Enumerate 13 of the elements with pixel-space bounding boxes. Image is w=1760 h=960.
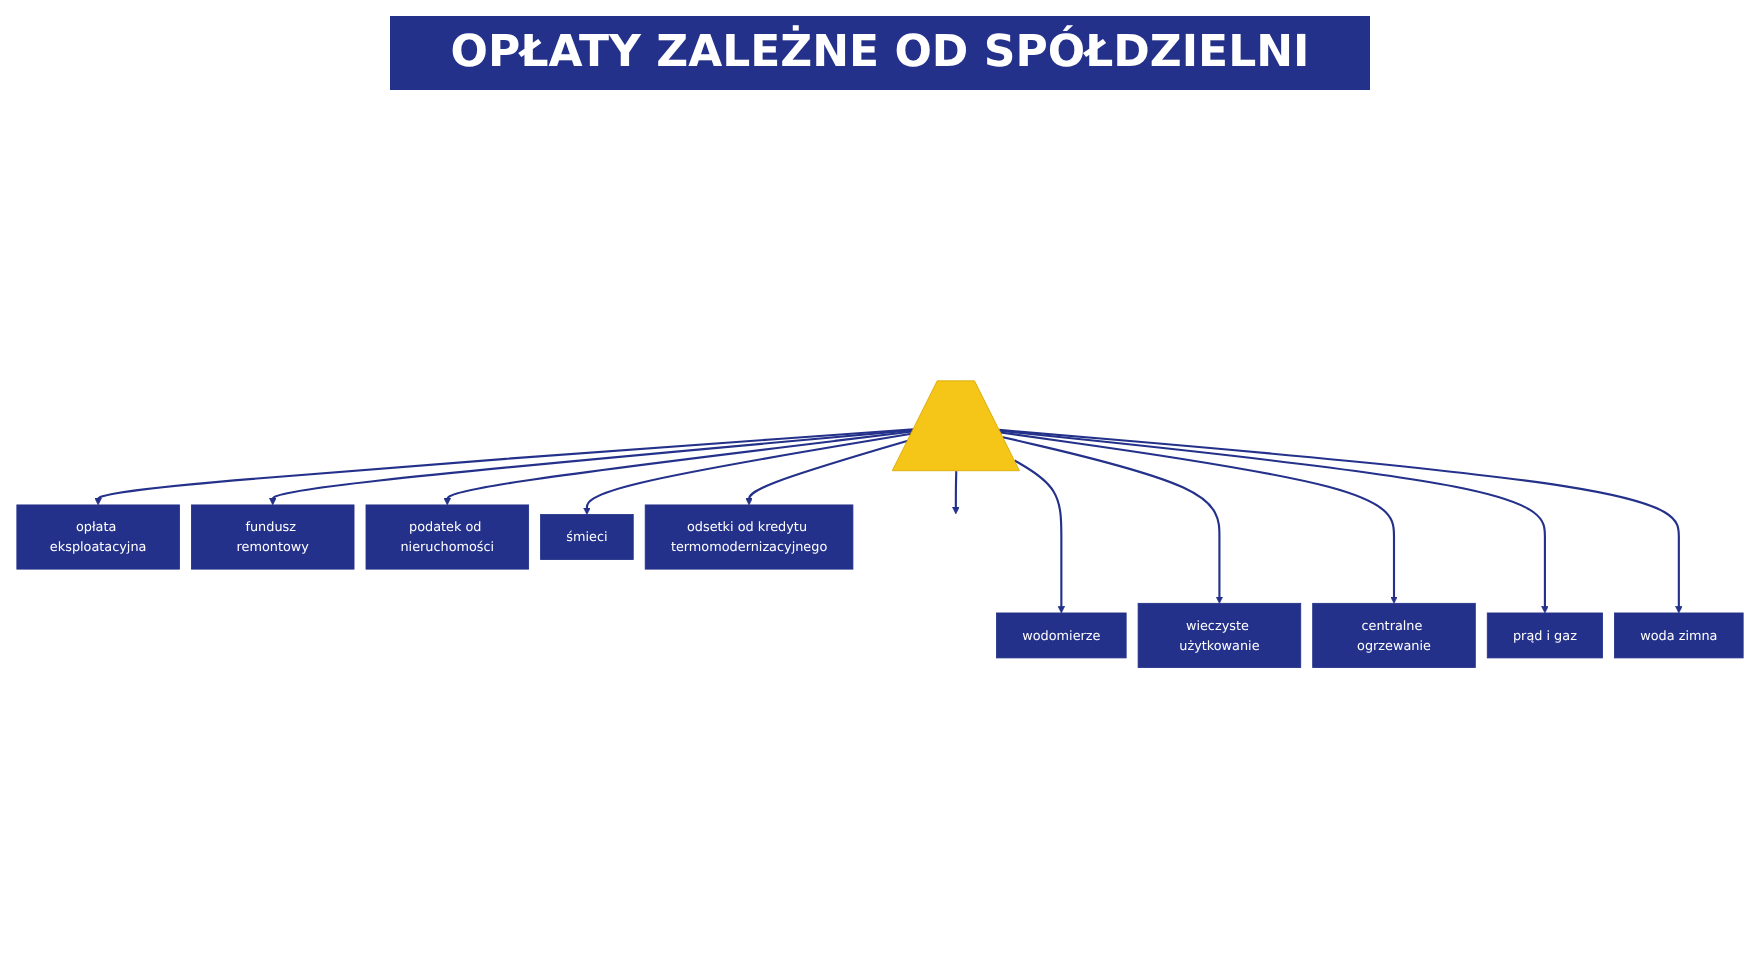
arrow xyxy=(745,440,909,507)
arrow xyxy=(999,429,1683,615)
arrow xyxy=(583,433,912,516)
arrow xyxy=(268,429,914,507)
arrow xyxy=(1014,460,1066,615)
arrow xyxy=(999,430,1549,615)
arrow xyxy=(1002,436,1224,605)
arrow xyxy=(1000,432,1398,605)
house-drawing xyxy=(891,381,1020,472)
arrow xyxy=(952,471,960,516)
arrow xyxy=(443,431,913,507)
title-banner: OPŁATY ZALEŻNE OD SPÓŁDZIELNI xyxy=(390,16,1370,90)
arrow xyxy=(94,429,914,507)
